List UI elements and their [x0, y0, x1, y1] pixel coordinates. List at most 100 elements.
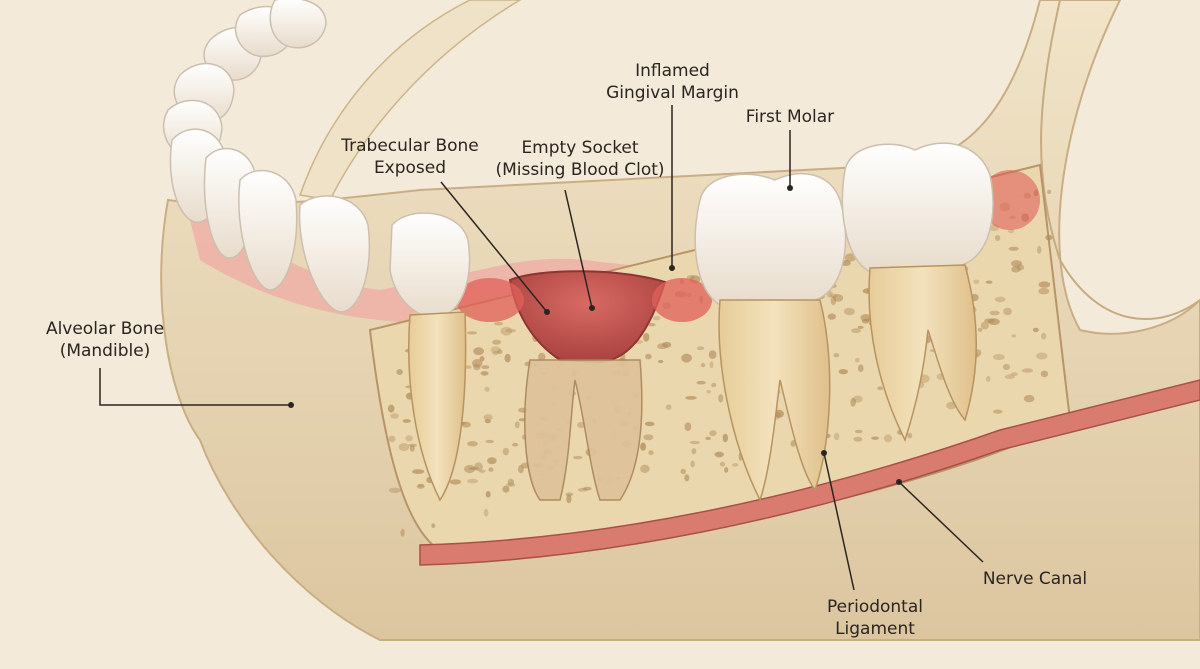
trabecular-spot: [417, 483, 424, 487]
trabecular-spot: [1008, 246, 1019, 251]
trabecular-spot: [500, 326, 513, 336]
trabecular-spot: [690, 460, 695, 468]
front-teeth: [162, 0, 371, 313]
trabecular-spot: [732, 463, 739, 467]
trabecular-spot: [518, 418, 526, 422]
trabecular-spot: [684, 474, 690, 482]
trabecular-spot: [855, 358, 860, 363]
second-molar-roots: [868, 264, 977, 442]
trabecular-spot: [980, 321, 989, 330]
trabecular-spot: [1002, 363, 1011, 371]
label-periodontal-ligament: Periodontal Ligament: [827, 597, 923, 639]
trabecular-spot: [689, 440, 700, 445]
trabecular-spot: [474, 462, 483, 472]
trabecular-spot: [709, 361, 714, 369]
ramus-edge: [1040, 0, 1200, 320]
trabecular-spot: [1003, 307, 1012, 316]
trabecular-spot: [643, 333, 650, 342]
trabecular-spot: [850, 397, 856, 407]
trabecular-spot: [1038, 287, 1050, 295]
label-nerve-canal: Nerve Canal: [982, 569, 1088, 589]
trabecular-spot: [684, 422, 692, 432]
trabecular-spot: [993, 409, 1003, 414]
trabecular-spot: [1040, 370, 1049, 378]
trabecular-spot: [644, 421, 655, 427]
trabecular-spot: [467, 478, 479, 484]
trabecular-spot: [643, 434, 654, 441]
trabecular-spot: [1045, 234, 1053, 241]
trabecular-spot: [705, 436, 711, 441]
trabecular-spot: [994, 235, 1001, 241]
trabecular-spot: [502, 447, 509, 456]
canine-root: [408, 311, 467, 502]
trabecular-spot: [658, 359, 664, 364]
pointer-dots: [288, 185, 902, 485]
trabecular-spot: [1023, 394, 1035, 403]
trabecular-spot: [431, 523, 436, 528]
trabecular-spot: [396, 369, 403, 375]
trabecular-spot: [833, 353, 840, 358]
trabecular-spot: [719, 461, 726, 467]
trabecular-spot: [518, 465, 524, 474]
trabecular-spot: [648, 450, 654, 456]
first-molar-crown: [694, 172, 847, 306]
trabecular-spot: [700, 363, 706, 368]
trabecular-spot: [490, 346, 502, 354]
trabecular-spot: [843, 307, 855, 316]
trabecular-spot: [514, 421, 520, 429]
trabecular-spot: [387, 404, 395, 413]
trabecular-spot: [1021, 368, 1034, 373]
trabecular-spot: [577, 488, 588, 492]
label-first-molar: First Molar: [745, 107, 835, 127]
label-alveolar-bone: Alveolar Bone (Mandible): [45, 319, 165, 361]
trabecular-spot: [484, 419, 491, 424]
trabecular-spot: [884, 434, 892, 443]
trabecular-spot: [708, 350, 717, 359]
trabecular-spot: [484, 386, 490, 392]
trabecular-spot: [1010, 372, 1018, 376]
trabecular-spot: [492, 339, 501, 345]
trabecular-spot: [504, 353, 511, 363]
trabecular-spot: [582, 486, 592, 491]
trabecular-spot: [645, 353, 652, 360]
trabecular-spot: [994, 296, 1006, 303]
socket-roots: [524, 359, 643, 501]
trabecular-spot: [790, 440, 796, 447]
trabecular-spot: [1007, 229, 1015, 234]
trabecular-spot: [907, 432, 913, 439]
trabecular-spot: [696, 346, 705, 351]
second-molar-crown: [841, 142, 994, 273]
trabecular-spot: [1037, 245, 1042, 254]
trabecular-spot: [1041, 332, 1047, 340]
trabecular-spot: [685, 396, 697, 400]
trabecular-spot: [714, 451, 724, 458]
inflamed-gum-molar: [980, 170, 1040, 230]
empty-socket: [508, 270, 667, 364]
trabecular-spot: [1004, 374, 1015, 380]
trabecular-spot: [877, 386, 884, 391]
trabecular-spot: [1032, 327, 1039, 333]
trabecular-spot: [709, 430, 717, 437]
trabecular-spot: [502, 485, 510, 493]
trabecular-spot: [485, 491, 491, 498]
trabecular-spot: [405, 435, 413, 442]
inflamed-gum-right: [652, 278, 712, 322]
trabecular-spot: [724, 467, 729, 473]
trabecular-spot: [472, 359, 483, 368]
trabecular-spot: [566, 494, 572, 504]
trabecular-spot: [488, 467, 494, 472]
trabecular-spot: [718, 394, 724, 403]
trabecular-spot: [390, 413, 399, 419]
canine-tooth: [389, 212, 471, 319]
trabecular-spot: [512, 442, 519, 447]
trabecular-spot: [388, 435, 396, 443]
trabecular-spot: [711, 382, 717, 388]
trabecular-spot: [465, 365, 472, 369]
trabecular-spot: [416, 484, 425, 489]
trabecular-spot: [1011, 260, 1022, 268]
label-trabecular-bone-exposed: Trabecular Bone Exposed: [341, 136, 479, 178]
trabecular-spot: [398, 443, 410, 452]
trabecular-spot: [467, 441, 478, 447]
trabecular-spot: [665, 404, 672, 411]
